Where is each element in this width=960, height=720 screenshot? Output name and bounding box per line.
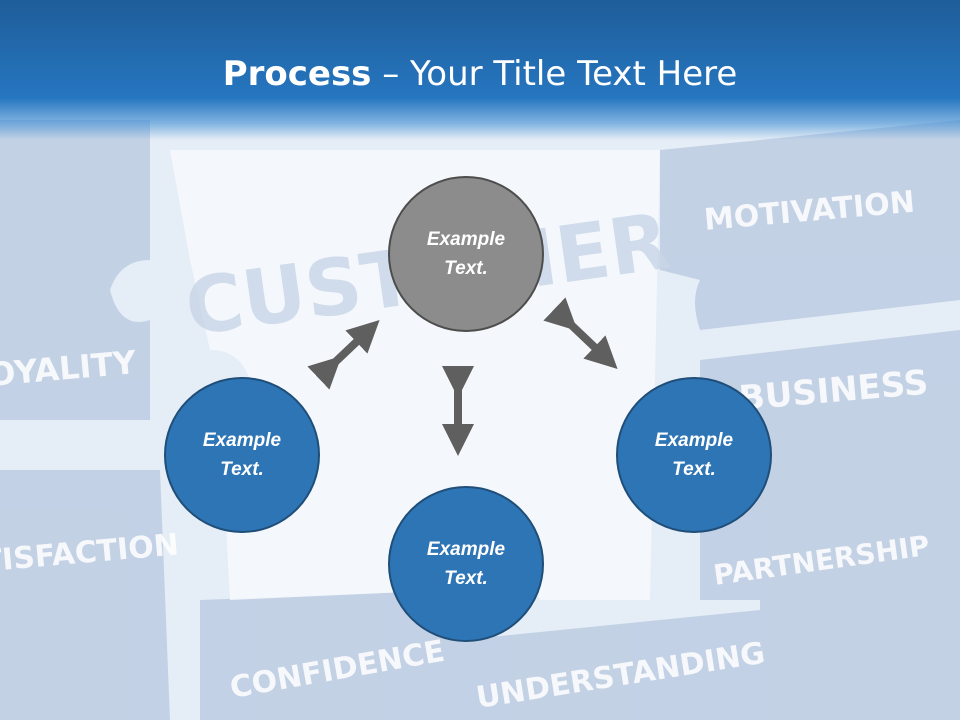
node-left-line1: Example <box>202 430 282 451</box>
node-right-line1: Example <box>654 430 734 451</box>
node-bottom-line2: Text. <box>444 568 488 589</box>
node-top-line2: Text. <box>444 258 488 279</box>
node-top[interactable]: Example Text. <box>388 176 544 332</box>
arrow-right-top <box>543 297 618 370</box>
node-right-line2: Text. <box>672 459 716 480</box>
page-title: Process – Your Title Text Here <box>0 54 960 94</box>
node-bottom-line1: Example <box>426 539 506 560</box>
arrow-left-top <box>307 319 380 390</box>
title-rest: – Your Title Text Here <box>371 54 738 94</box>
node-left-line2: Text. <box>220 459 264 480</box>
node-top-line1: Example <box>426 229 506 250</box>
title-bold: Process <box>222 54 372 94</box>
node-left[interactable]: Example Text. <box>164 377 320 533</box>
node-right[interactable]: Example Text. <box>616 377 772 533</box>
title-bar <box>0 0 960 140</box>
node-bottom[interactable]: Example Text. <box>388 486 544 642</box>
